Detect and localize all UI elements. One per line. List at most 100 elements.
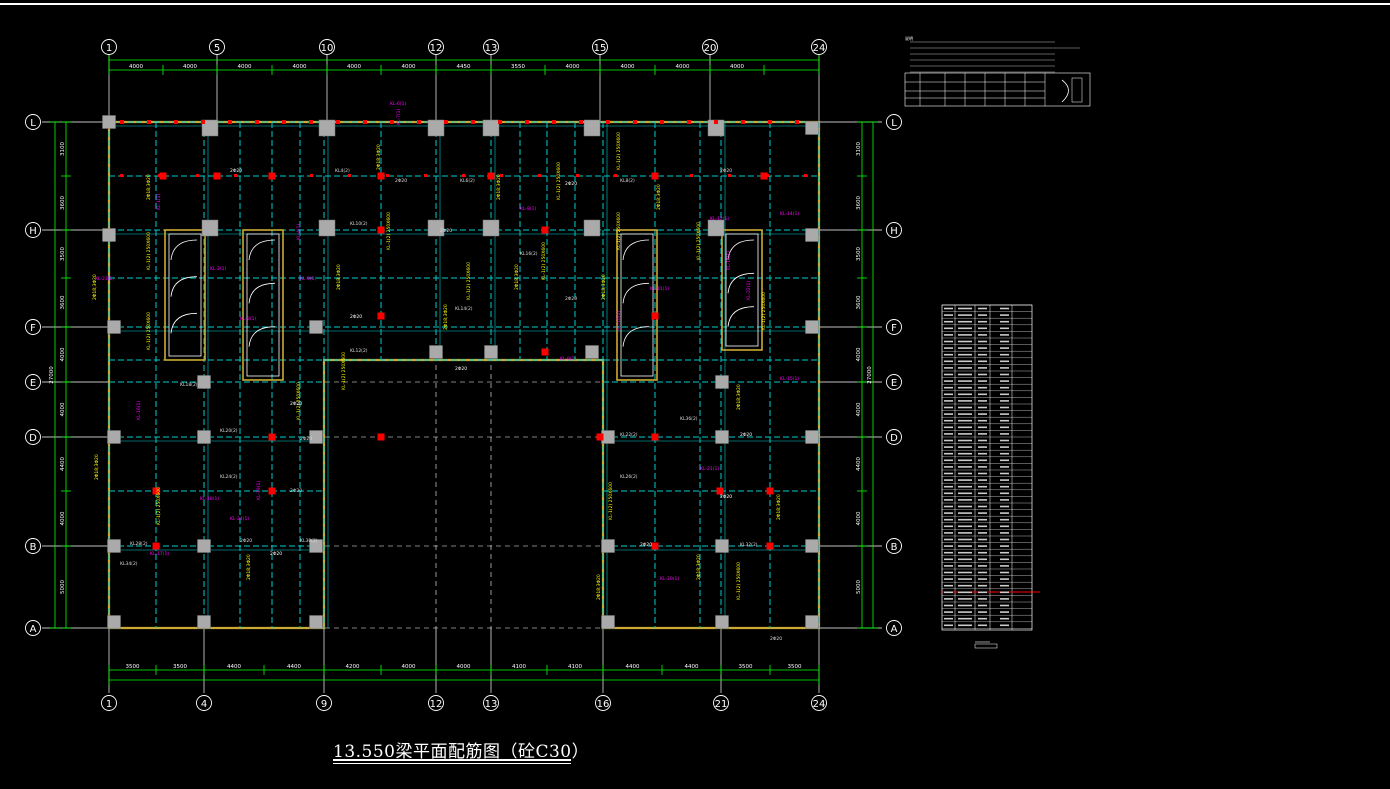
core-left-1-inner <box>168 233 202 357</box>
column <box>484 345 498 359</box>
top-dimension-label: 4450 <box>457 64 471 70</box>
column <box>309 320 323 334</box>
axis-bubble-left-label: A <box>30 624 37 635</box>
left-dimension-label: 4400 <box>60 457 66 471</box>
floor-schedule-caption-box <box>974 643 998 649</box>
rebar-tick <box>500 174 503 177</box>
axis-bubble-top-label: 13 <box>485 43 498 54</box>
column <box>601 615 615 629</box>
column <box>583 119 601 137</box>
bottom-dimension-label: 4400 <box>227 664 241 670</box>
annotation-magenta: KL-15(1) <box>780 376 799 382</box>
left-dimension-label: 4000 <box>60 511 66 525</box>
core-left-2-stair <box>248 282 276 304</box>
axis-bubble-bottom-label: 16 <box>597 699 610 710</box>
annotation-white: KL20(2) <box>220 428 238 434</box>
top-dimension-label: 4000 <box>402 64 416 70</box>
column <box>102 115 116 129</box>
annotation-white: 2Φ20 <box>720 168 732 174</box>
rebar-tick <box>147 120 151 124</box>
axis-bubble-right <box>886 114 902 130</box>
column <box>583 219 601 237</box>
annotation-yellow: 2Φ18;3Φ20 <box>496 174 502 200</box>
rebar-tick <box>282 120 286 124</box>
rebar-marker <box>716 487 724 495</box>
rebar-tick <box>444 120 448 124</box>
core-left-1-stair <box>170 276 198 297</box>
column <box>805 228 819 242</box>
annotation-magenta: KL-12(1) <box>710 216 729 222</box>
annotation-magenta: KL-11(1) <box>650 286 669 292</box>
notes-heading: 说明 <box>905 35 913 41</box>
annotation-yellow: KL-1(2) 250X600 <box>736 562 742 600</box>
annotation-magenta: KL-4(1) <box>296 224 302 240</box>
annotation-white: 2Φ20 <box>640 542 652 548</box>
annotation-yellow: 2Φ18;3Φ20 <box>376 144 382 170</box>
rebar-marker <box>377 172 385 180</box>
column <box>201 119 219 137</box>
column <box>715 539 729 553</box>
top-dimension-label: 4000 <box>621 64 635 70</box>
annotation-white: 2Φ20 <box>565 296 577 302</box>
rebar-tick <box>579 120 583 124</box>
column <box>482 119 500 137</box>
column <box>715 430 729 444</box>
axis-bubble-bottom-label: 24 <box>813 699 826 710</box>
core-right-2-stair <box>727 239 755 261</box>
axis-bubble-right-label: L <box>891 118 897 129</box>
annotation-white: KL32(2) <box>740 542 758 548</box>
axis-bubble-top-label: 5 <box>214 43 220 54</box>
rebar-tick <box>614 174 617 177</box>
axis-bubble-top-label: 24 <box>813 43 826 54</box>
axis-bubble-bottom <box>483 695 499 711</box>
annotation-magenta: KL-8(1) <box>520 206 536 212</box>
column <box>197 430 211 444</box>
building-outline <box>107 120 821 630</box>
title-underline-thin <box>333 763 571 764</box>
column <box>715 615 729 629</box>
column <box>197 375 211 389</box>
annotation-magenta: KL-10(1) <box>616 311 622 330</box>
title-underline <box>333 759 571 761</box>
top-dimension-label: 4000 <box>566 64 580 70</box>
right-dimension-label: 3600 <box>856 295 862 309</box>
annotation-magenta: KL-22(1) <box>746 281 752 300</box>
column <box>482 219 500 237</box>
rebar-tick <box>633 120 637 124</box>
rebar-tick <box>690 174 693 177</box>
axis-bubble-bottom-label: 13 <box>485 699 498 710</box>
top-border-line <box>0 3 1390 5</box>
annotation-white: KL8(2) <box>620 178 635 184</box>
top-dimension-label: 4000 <box>183 64 197 70</box>
annotation-magenta: KL-13(1) <box>726 251 732 270</box>
column <box>309 539 323 553</box>
annotation-yellow: 2Φ18;3Φ20 <box>656 184 662 210</box>
rebar-tick <box>417 120 421 124</box>
rebar-tick <box>498 120 502 124</box>
core-right-1 <box>616 229 658 381</box>
axis-bubble-top <box>319 39 335 55</box>
annotation-magenta: KL-1(1) <box>156 194 162 210</box>
rebar-tick <box>728 174 731 177</box>
rebar-tick <box>606 120 610 124</box>
bottom-dimension-label: 4200 <box>346 664 360 670</box>
axis-bubble-top-label: 20 <box>704 43 717 54</box>
column <box>715 375 729 389</box>
annotation-white: KL30(2) <box>300 538 318 544</box>
left-dimension-label: 5000 <box>60 580 66 594</box>
rebar-marker <box>651 312 659 320</box>
axis-bubble-right <box>886 374 902 390</box>
rebar-tick <box>552 120 556 124</box>
bottom-dimension-label: 3500 <box>173 664 187 670</box>
axis-bubble-top-label: 15 <box>594 43 607 54</box>
axis-bubble-right <box>886 319 902 335</box>
annotation-white: 2Φ20 <box>455 366 467 372</box>
axis-bubble-top <box>428 39 444 55</box>
axis-bubble-bottom <box>713 695 729 711</box>
rebar-tick <box>386 174 389 177</box>
core-left-2 <box>242 229 284 381</box>
axis-bubble-bottom <box>196 695 212 711</box>
axis-bubble-bottom <box>811 695 827 711</box>
axis-bubble-left <box>25 538 41 554</box>
